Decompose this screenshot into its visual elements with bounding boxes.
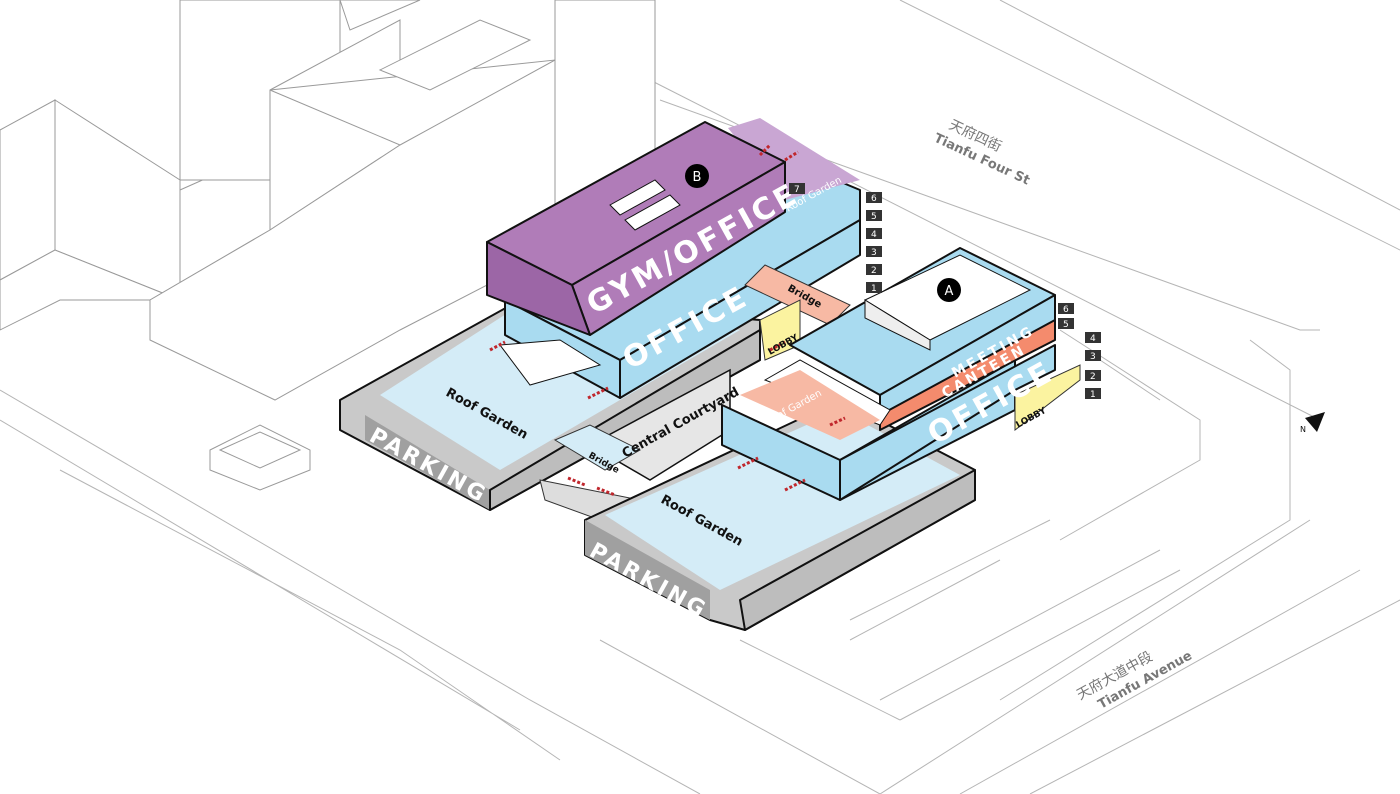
svg-text:5: 5 (1063, 320, 1069, 330)
building-b (486, 118, 861, 399)
building-a-marker: A (937, 278, 961, 302)
svg-text:B: B (693, 170, 702, 185)
svg-text:1: 1 (871, 284, 877, 294)
svg-text:1: 1 (1090, 390, 1096, 400)
svg-text:N: N (1300, 425, 1306, 434)
svg-text:2: 2 (1090, 372, 1096, 382)
svg-text:3: 3 (1090, 352, 1096, 362)
svg-text:3: 3 (871, 248, 877, 258)
svg-text:5: 5 (871, 212, 877, 222)
street-tianfu-avenue: 天府大道中段 Tianfu Avenue (1074, 648, 1195, 712)
svg-text:6: 6 (871, 194, 877, 204)
upper-bridge (744, 264, 851, 326)
svg-text:4: 4 (871, 230, 877, 240)
floor-labels-a: 6 5 4 3 2 1 (1058, 303, 1101, 400)
svg-text:7: 7 (794, 185, 800, 195)
building-a (721, 247, 1081, 501)
street-tianfu-four: 天府四街 Tianfu Four St (931, 117, 1031, 188)
north-arrow-icon: N (1300, 412, 1325, 434)
lower-bridge (553, 424, 642, 471)
svg-text:6: 6 (1063, 305, 1069, 315)
svg-text:2: 2 (871, 266, 877, 276)
svg-text:4: 4 (1090, 334, 1096, 344)
context-buildings (0, 0, 656, 491)
svg-text:A: A (945, 284, 954, 299)
circulation-arrows (489, 143, 846, 497)
building-b-marker: B (685, 164, 709, 188)
floor-labels-b: 7 6 5 4 3 2 1 (789, 183, 882, 294)
